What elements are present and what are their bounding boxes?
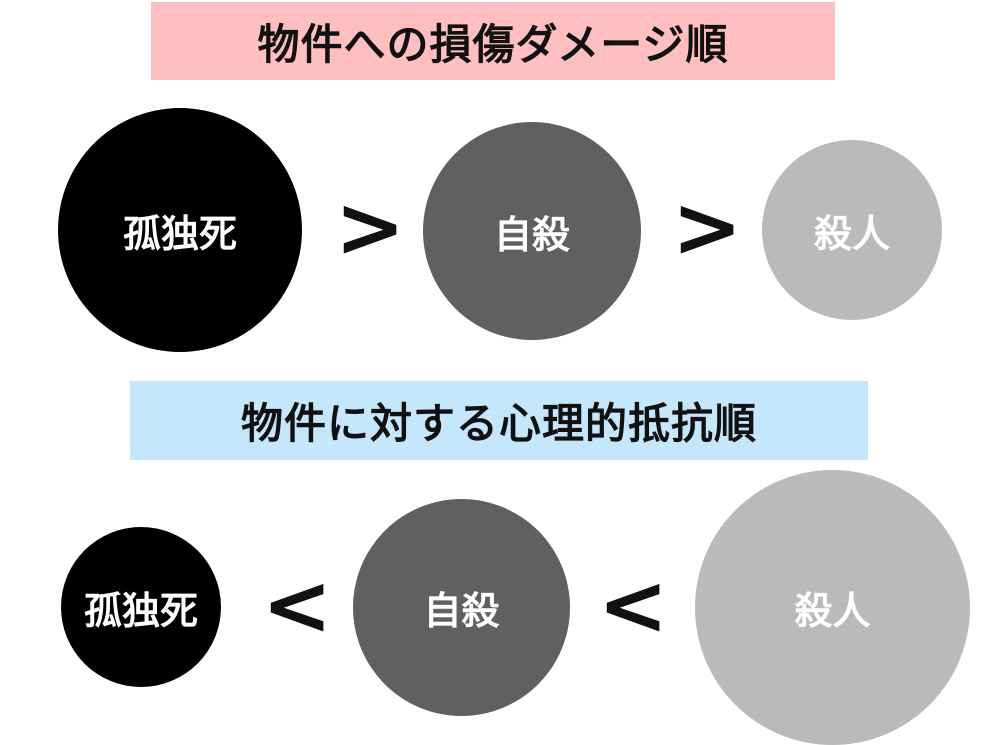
circle-kodokushi-resistance: 孤独死: [61, 527, 221, 687]
label: 殺人: [794, 589, 871, 633]
resistance-order-title: 物件に対する心理的抵抗順: [130, 381, 868, 460]
circle-kodokushi-damage: 孤独死: [58, 108, 302, 352]
greater-than-operator: >: [671, 178, 743, 276]
greater-than-operator: >: [334, 178, 406, 276]
label: 自殺: [423, 589, 500, 633]
label: 孤独死: [122, 211, 237, 256]
circle-jisatsu-damage: 自殺: [423, 122, 641, 340]
damage-order-title: 物件への損傷ダメージ順: [151, 2, 835, 80]
circle-satsujin-damage: 殺人: [762, 140, 942, 320]
less-than-operator: <: [597, 556, 669, 654]
label: 殺人: [813, 211, 890, 256]
circle-jisatsu-resistance: 自殺: [353, 499, 570, 716]
circle-satsujin-resistance: 殺人: [695, 470, 970, 745]
less-than-operator: <: [261, 556, 333, 654]
label: 孤独死: [83, 588, 198, 633]
label: 自殺: [493, 212, 570, 257]
